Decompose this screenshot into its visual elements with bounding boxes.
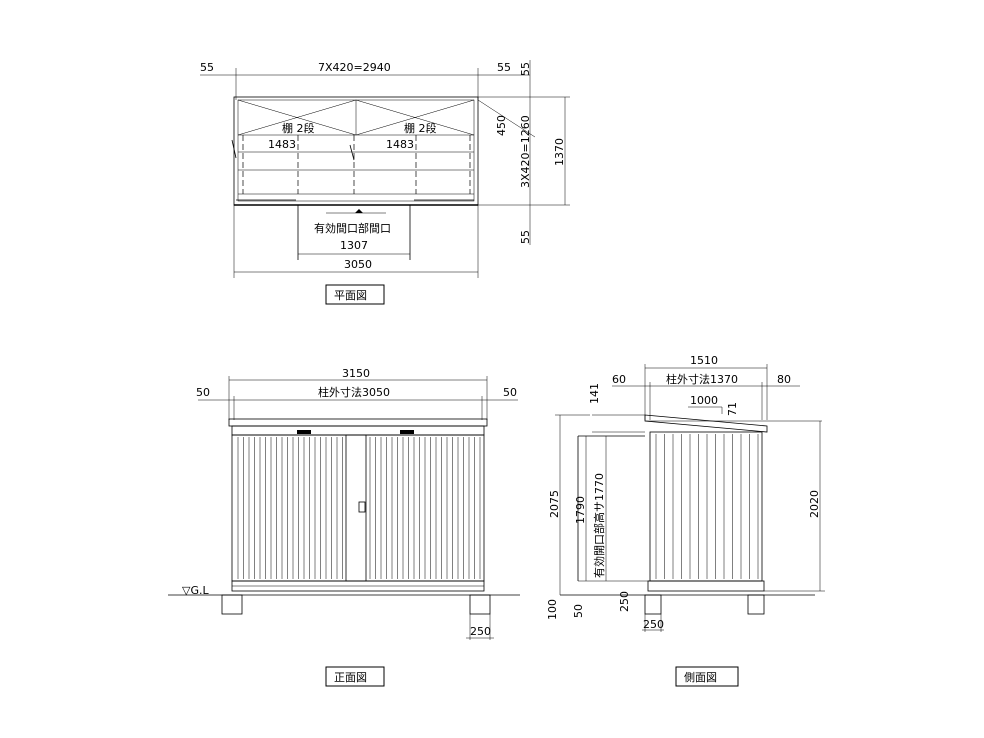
side-total-width: 1510 xyxy=(690,354,718,367)
plan-title: 平面図 xyxy=(334,289,367,302)
plan-dim-right: 55 xyxy=(497,61,511,74)
side-title-box xyxy=(675,666,739,687)
front-column-outer: 柱外寸法3050 xyxy=(318,385,390,399)
front-roof xyxy=(228,418,488,427)
plan-shelf-right-label: 棚 2段 xyxy=(404,121,437,135)
plan-total-width: 3050 xyxy=(344,258,372,271)
plan-dim-left: 55 xyxy=(200,61,214,74)
side-title: 側面図 xyxy=(684,671,717,684)
side-effective-opening: 有効開口部高サ1770 xyxy=(592,473,606,578)
side-dim-left: 60 xyxy=(612,373,626,386)
plan-dim-right-top: 55 xyxy=(519,62,532,76)
side-dim-250-v: 250 xyxy=(618,591,631,612)
plan-opening-width: 1307 xyxy=(340,239,368,252)
plan-dim-right-bottom: 55 xyxy=(519,230,532,244)
plan-shelf-left-width: 1483 xyxy=(268,138,296,151)
front-title: 正面図 xyxy=(334,671,367,684)
side-slope-rise: 71 xyxy=(726,402,739,416)
side-height-right: 2020 xyxy=(808,490,821,518)
side-height-total: 2075 xyxy=(548,490,561,518)
side-slope-run: 1000 xyxy=(690,394,718,407)
front-total-width: 3150 xyxy=(342,367,370,380)
plan-shelf-left-label: 棚 2段 xyxy=(282,121,315,135)
side-height-door: 1790 xyxy=(574,496,587,524)
side-column-outer: 柱外寸法1370 xyxy=(666,372,738,386)
side-dim-50: 50 xyxy=(572,604,585,618)
side-view: 1510 60 柱外寸法1370 80 1000 71 141 xyxy=(546,354,825,687)
side-wall xyxy=(649,431,763,582)
plan-dim-450: 450 xyxy=(495,115,508,136)
front-title-box xyxy=(325,666,385,687)
side-dim-250-h: 250 xyxy=(643,618,664,631)
plan-dim-vertical-inner: 3X420=1260 xyxy=(519,115,532,188)
plan-opening-label: 有効間口部間口 xyxy=(314,221,391,235)
front-ground-label: ▽G.L xyxy=(182,584,209,597)
plan-shelf-right-width: 1483 xyxy=(386,138,414,151)
plan-title-box xyxy=(325,284,385,305)
front-dim-left: 50 xyxy=(196,386,210,399)
side-dim-100: 100 xyxy=(546,599,559,620)
front-foundation-width: 250 xyxy=(470,625,491,638)
plan-view: 55 7X420=2940 55 55 450 3X420=1260 1370 … xyxy=(200,60,570,305)
side-dim-right: 80 xyxy=(777,373,791,386)
plan-dim-vertical-total: 1370 xyxy=(553,138,566,166)
front-wall xyxy=(231,434,485,582)
side-dim-141: 141 xyxy=(588,383,601,404)
plan-dim-top: 7X420=2940 xyxy=(318,61,391,74)
front-dim-right: 50 xyxy=(503,386,517,399)
front-view: 3150 50 柱外寸法3050 50 ▽G.L 250 正面図 xyxy=(168,367,520,687)
